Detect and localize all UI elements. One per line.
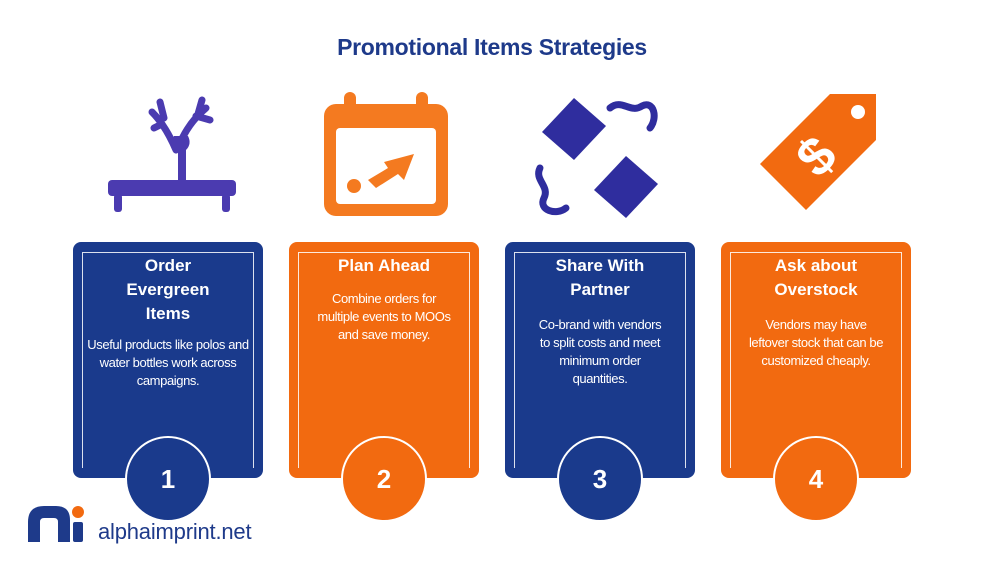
card-title: Plan Ahead <box>338 256 430 275</box>
step-number-badge: 4 <box>773 436 859 522</box>
step-number-badge: 2 <box>341 436 427 522</box>
card-text: Vendors may have leftover stock that can… <box>748 317 884 368</box>
card-text: Combine orders for multiple events to MO… <box>317 291 451 342</box>
card-border <box>298 252 470 468</box>
card-text: Useful products like polos and water bot… <box>87 337 249 388</box>
step-number-badge: 3 <box>557 436 643 522</box>
plug-connection-icon <box>530 88 670 228</box>
step-number-badge: 1 <box>125 436 211 522</box>
card-title: Order Evergreen Items <box>126 256 210 323</box>
card-border <box>730 252 902 468</box>
card-text: Co-brand with vendors to split costs and… <box>538 317 662 386</box>
calendar-icon <box>316 88 456 228</box>
plant-on-shelf-icon <box>102 88 242 228</box>
card-title: Ask about Overstock <box>774 256 858 299</box>
brand-name-part2: imprint <box>150 519 216 544</box>
price-tag-icon: $ <box>746 88 886 228</box>
brand-logo-icon <box>26 504 86 544</box>
card-border <box>514 252 686 468</box>
brand-name-part3: .net <box>215 519 252 544</box>
card-border <box>82 252 254 468</box>
card-title: Share With Partner <box>555 256 645 299</box>
page-title: Promotional Items Strategies <box>337 34 647 60</box>
brand-name-part1: alpha <box>98 519 151 544</box>
brand-name: alphaimprint.net <box>98 519 252 545</box>
